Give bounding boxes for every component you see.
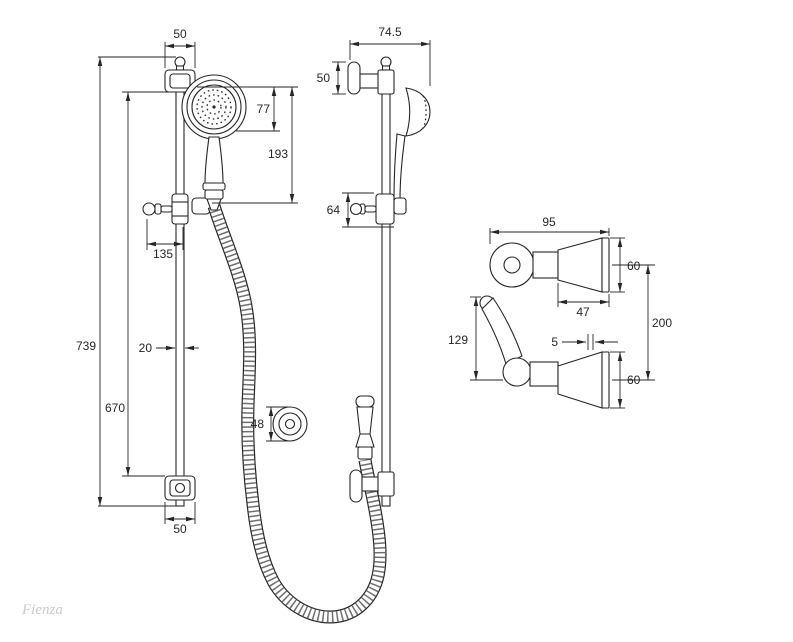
dim-label-bottom-flange-height: 60 [627, 373, 641, 387]
top-bracket-wall-plate [347, 61, 361, 95]
dim-label-rail-diameter: 20 [139, 341, 153, 355]
shower-hose [207, 204, 387, 624]
bottom-flange-face [601, 351, 610, 409]
holder-cup-side [393, 197, 407, 215]
top-flange [557, 237, 603, 293]
dim-label-slider-height: 64 [327, 203, 341, 217]
dim-label-top-flange-height: 60 [627, 259, 641, 273]
top-flange-face [601, 237, 610, 293]
handshower-head-front [181, 74, 247, 140]
wall-supply-elbow [272, 395, 375, 460]
dim-label-handle-length: 129 [448, 333, 468, 347]
dimensions-valve: 95 60 47 200 5 129 60 [448, 215, 672, 409]
dimensions-side: 74.5 50 64 48 [251, 25, 431, 442]
handle-collar [202, 182, 226, 191]
elbow-hose-nut [357, 446, 373, 460]
dim-label-rail-length: 670 [105, 401, 125, 415]
lever-arm [481, 297, 523, 365]
handshower-handle-side [393, 133, 406, 201]
dim-label-overall-depth: 74.5 [378, 25, 402, 39]
slider-knob-ball [142, 202, 156, 216]
dim-label-flange-depth: 47 [576, 305, 590, 319]
brand-logo: Fienza [21, 602, 63, 618]
slider-knob-ball-side [349, 202, 363, 216]
dim-label-bracket-plate-height: 50 [317, 71, 331, 85]
dim-label-handle-reach: 135 [153, 247, 173, 261]
dimensions-front: 50 739 670 77 193 135 20 50 [76, 27, 298, 536]
bottom-flange [557, 351, 603, 409]
front-view [142, 56, 247, 507]
dim-label-head-to-handle: 193 [268, 147, 288, 161]
dim-label-centres: 200 [652, 316, 672, 330]
top-bracket-arm [359, 73, 381, 89]
elbow-body [356, 406, 374, 435]
wall-elbow-front [272, 406, 308, 442]
side-bottom-bracket [349, 469, 395, 503]
bottom-wall-bracket [164, 475, 196, 501]
handshower-handle-front [204, 136, 224, 184]
bottom-bracket-pivot [174, 482, 186, 494]
dim-label-head-drop: 77 [257, 102, 271, 116]
slider-knob-collar [154, 203, 162, 215]
bottom-bracket-inner [169, 479, 191, 497]
handshower-head-side [405, 87, 431, 137]
slider-clamp-side [375, 193, 395, 225]
dim-label-valve-overall-length: 95 [542, 215, 556, 229]
handle-hose-connector [204, 189, 224, 211]
side-view [347, 56, 431, 507]
rail-side [381, 69, 391, 507]
dim-label-wall-elbow-diameter: 48 [251, 417, 265, 431]
dim-label-overall-height: 739 [76, 339, 96, 353]
dim-label-top-bracket-width: 50 [173, 27, 187, 41]
dim-label-plate-thickness: 5 [551, 335, 558, 349]
slider-clamp [171, 193, 189, 225]
lever-handle-side-view [479, 295, 610, 409]
top-bracket-collar [377, 69, 395, 95]
slider-knob-stem [160, 205, 173, 213]
elbow-flare [355, 433, 375, 448]
elbow-cap [355, 395, 375, 408]
dim-label-bottom-bracket-width: 50 [173, 522, 187, 536]
lever-hub [502, 357, 532, 387]
rail-front [175, 69, 185, 507]
valve-trim-views [479, 237, 610, 409]
top-bracket-inner [169, 73, 191, 89]
cross-handle-side-view [489, 237, 610, 293]
